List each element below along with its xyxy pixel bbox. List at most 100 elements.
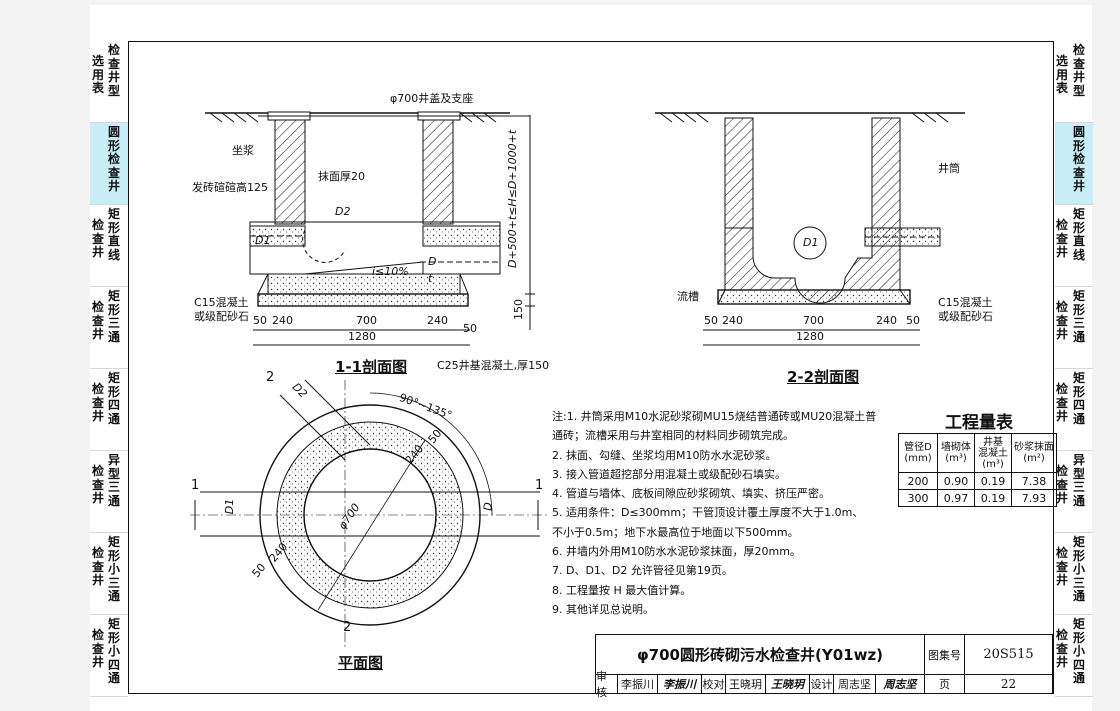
tab-prefix-label: 检 查 井 (1056, 382, 1069, 423)
left-tab[interactable]: 检 查 井矩 形 小 四 通 (90, 615, 128, 697)
tab-prefix-label: 检 查 井 (92, 218, 105, 259)
atlas-label: 图集号 (925, 635, 965, 675)
left-chapter-tabs: 选 用 表检 查 井 型圆 形 检 查 井检 查 井矩 形 直 线检 查 井矩 … (90, 41, 128, 697)
note-line: 2. 抹面、勾缝、坐浆均用M10防水水泥砂浆。 (552, 448, 777, 462)
quantity-table: 管径D (mm) 墙砌体 (m³) 井基 混凝土 (m³) 砂浆抹面 (m²) … (898, 433, 1057, 507)
tab-prefix-label: 选 用 表 (92, 54, 105, 95)
right-tab[interactable]: 检 查 井异 型 三 通 (1055, 451, 1093, 533)
seat-label: 坐浆 (232, 144, 254, 157)
table-cell: 0.97 (937, 489, 975, 507)
note-line: 3. 接入管道超挖部分用混凝土或级配砂石填实。 (552, 467, 786, 481)
brick-arch-label: 发砖碹碹高125 (192, 181, 268, 194)
table-cell: 0.19 (974, 472, 1012, 490)
tab-label: 矩 形 小 四 通 (1072, 617, 1085, 685)
slope-label: i≤10% (372, 265, 409, 278)
tab-label: 矩 形 直 线 (107, 207, 120, 262)
section-1-1-title: 1-1剖面图 (335, 358, 408, 376)
left-tab[interactable]: 检 查 井矩 形 三 通 (90, 287, 128, 369)
tab-label: 检 查 井 型 (1072, 43, 1085, 98)
right-tab[interactable]: 检 查 井矩 形 三 通 (1055, 287, 1093, 369)
section-mark-1-right: 1 (535, 478, 544, 493)
tab-label: 矩 形 三 通 (107, 289, 120, 344)
note-line: 8. 工程量按 H 最大值计算。 (552, 583, 692, 597)
table-cell: 200 (898, 472, 938, 490)
height-range-label: D+500+t≤H≤D+1000+t (506, 129, 519, 268)
tab-label: 矩 形 四 通 (107, 371, 120, 426)
dim-150: 150 (512, 299, 525, 320)
tab-label: 异 型 三 通 (107, 453, 120, 508)
dim-50-left-2: 50 (704, 314, 718, 327)
tab-label: 矩 形 三 通 (1072, 289, 1085, 344)
d-label-1: D (428, 255, 437, 268)
note-line: 4. 管道与墙体、底板间隙应砂浆砌筑、填实、挤压严密。 (552, 487, 830, 501)
review-label: 审核 (596, 670, 618, 699)
table-header: 管径D (mm) (898, 433, 938, 473)
tab-label: 矩 形 小 三 通 (1072, 535, 1085, 603)
tab-prefix-label: 检 查 井 (1056, 628, 1069, 669)
note-line: 不小于0.5m；地下水最高位于地面以下500mm。 (552, 525, 799, 539)
note-line: 5. 适用条件：D≤300mm；干管顶设计覆土厚度不大于1.0m、 (552, 506, 864, 520)
tab-label: 圆 形 检 查 井 (107, 125, 120, 193)
shaft-label: 井筒 (938, 162, 960, 175)
d1-label-2: D1 (803, 236, 819, 249)
table-row: 300 0.97 0.19 7.93 (898, 489, 1057, 507)
dim-1280-2: 1280 (796, 330, 824, 343)
designer-name: 周志坚 (834, 675, 876, 694)
reviewer-name: 李振川 (618, 675, 658, 694)
dim-240-left-2: 240 (722, 314, 743, 327)
dim-50-right-2: 50 (906, 314, 920, 327)
tab-prefix-label: 检 查 井 (92, 628, 105, 669)
concrete-label-1: C15混凝土 (194, 296, 249, 309)
table-cell: 7.93 (1011, 489, 1057, 507)
tab-label: 检 查 井 型 (107, 43, 120, 98)
left-tab[interactable]: 检 查 井异 型 三 通 (90, 451, 128, 533)
table-cell: 0.19 (974, 489, 1012, 507)
checker-signature: 王晓玥 (766, 675, 810, 694)
dim-1280-1: 1280 (348, 330, 376, 343)
table-row: 200 0.90 0.19 7.38 (898, 472, 1057, 490)
design-label: 设计 (810, 675, 834, 694)
title-block: φ700圆形砖砌污水检查井(Y01wz) 图集号 20S515 审核 李振川 李… (595, 634, 1054, 699)
dim-50-left-1: 50 (253, 314, 267, 327)
tab-prefix-label: 选 用 表 (1056, 54, 1069, 95)
dim-240-left-1: 240 (272, 314, 293, 327)
drawing-page (90, 5, 1092, 711)
left-tab[interactable]: 选 用 表检 查 井 型 (90, 41, 128, 123)
note-line: 7. D、D1、D2 允许管径见第19页。 (552, 564, 733, 578)
channel-label: 流槽 (677, 290, 699, 303)
left-tab[interactable]: 检 查 井矩 形 直 线 (90, 205, 128, 287)
tab-prefix-label: 检 查 井 (1056, 300, 1069, 341)
dim-700-2: 700 (803, 314, 824, 327)
dim-700-1: 700 (356, 314, 377, 327)
right-chapter-tabs: 选 用 表检 查 井 型圆 形 检 查 井检 查 井矩 形 直 线检 查 井矩 … (1055, 41, 1093, 697)
render-label: 抹面厚20 (318, 170, 365, 183)
concrete-label-2: C15混凝土 (938, 296, 993, 309)
right-tab[interactable]: 选 用 表检 查 井 型 (1055, 41, 1093, 123)
tab-prefix-label: 检 查 井 (1056, 218, 1069, 259)
designer-signature: 周志坚 (876, 675, 925, 694)
section-2-2-title: 2-2剖面图 (787, 368, 860, 386)
table-header: 墙砌体 (m³) (937, 433, 975, 473)
note-line: 通砖；流槽采用与井室相同的材料同步砌筑完成。 (552, 429, 794, 443)
tab-label: 异 型 三 通 (1072, 453, 1085, 508)
base-concrete-label: C25井基混凝土,厚150 (437, 359, 550, 372)
left-tab[interactable]: 检 查 井矩 形 小 三 通 (90, 533, 128, 615)
t-label-1: t (428, 272, 433, 285)
right-tab[interactable]: 检 查 井矩 形 小 四 通 (1055, 615, 1093, 697)
right-tab[interactable]: 检 查 井矩 形 小 三 通 (1055, 533, 1093, 615)
dim-50-right-1: 50 (463, 322, 477, 335)
right-tab[interactable]: 检 查 井矩 形 四 通 (1055, 369, 1093, 451)
dim-240-right-1: 240 (427, 314, 448, 327)
cover-label: φ700井盖及支座 (390, 92, 474, 105)
section-mark-2-bottom: 2 (343, 620, 352, 635)
plan-view (190, 379, 550, 650)
tab-prefix-label: 检 查 井 (92, 464, 105, 505)
right-tab[interactable]: 检 查 井矩 形 直 线 (1055, 205, 1093, 287)
right-tab[interactable]: 圆 形 检 查 井 (1055, 123, 1093, 205)
left-tab[interactable]: 圆 形 检 查 井 (90, 123, 128, 205)
d-label-plan: D (481, 502, 495, 511)
page-label: 页 (925, 675, 965, 694)
d2-label-1: D2 (335, 205, 351, 218)
left-tab[interactable]: 检 查 井矩 形 四 通 (90, 369, 128, 451)
section-2-2 (655, 112, 965, 346)
